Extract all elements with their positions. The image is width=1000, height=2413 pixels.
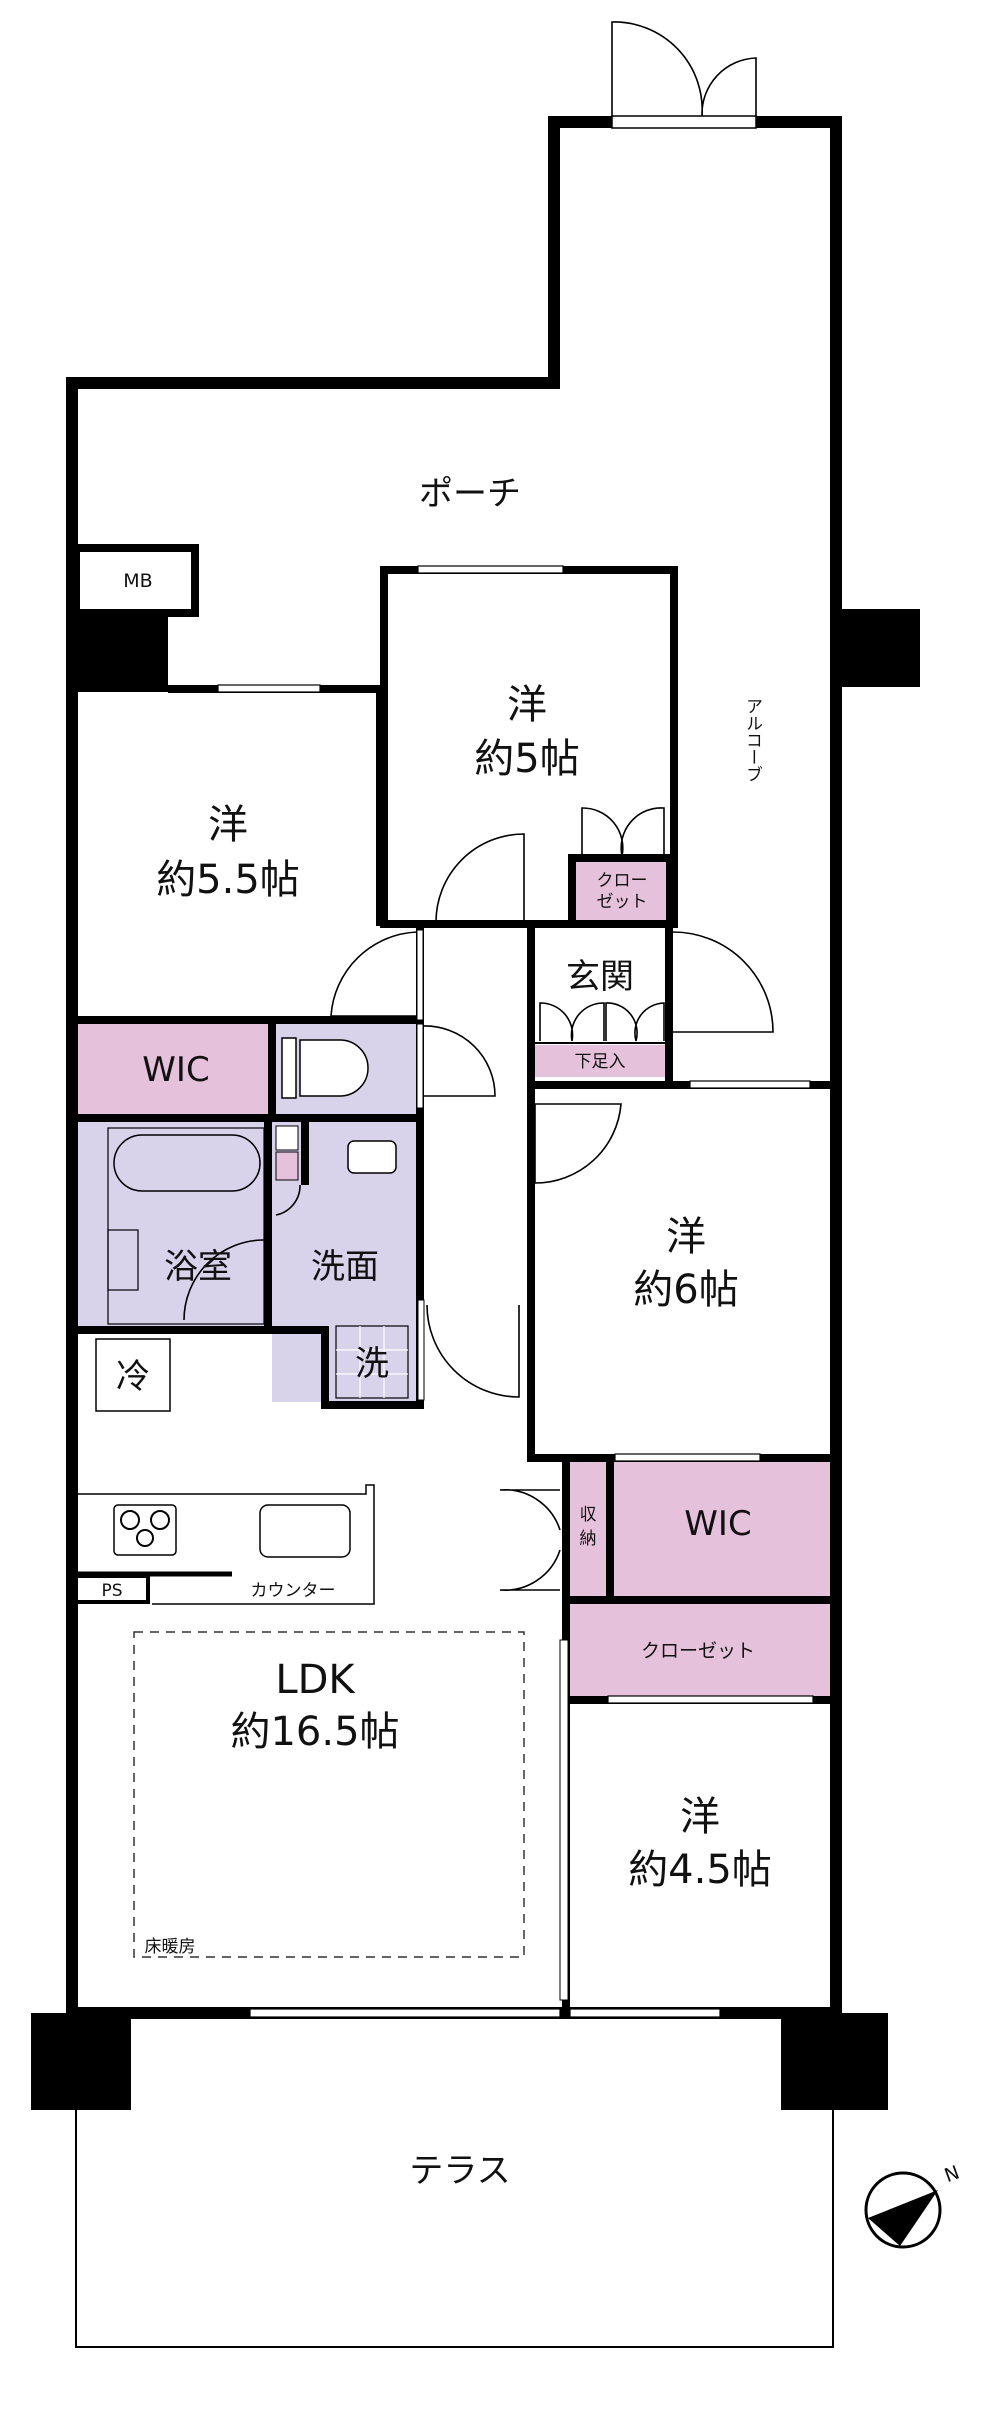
storage-label-1: 収 bbox=[580, 1505, 597, 1525]
western-45-size: 約4.5帖 bbox=[628, 1847, 772, 1893]
washer-grid bbox=[336, 1326, 408, 1398]
counter-label: カウンター bbox=[251, 1581, 336, 1601]
toilet-tank-icon bbox=[281, 1037, 297, 1099]
wic-2-fill bbox=[614, 1462, 832, 1598]
genkan-door-swing bbox=[672, 931, 774, 1033]
window bbox=[417, 565, 564, 574]
door-opening bbox=[416, 929, 424, 1021]
closet-small-walls bbox=[568, 854, 674, 928]
door-opening bbox=[416, 1023, 424, 1109]
washer-label: 洗 bbox=[355, 1344, 389, 1384]
door-swing bbox=[275, 1184, 301, 1216]
closet-small-fill bbox=[574, 862, 668, 922]
western-6-type: 洋 bbox=[666, 1214, 706, 1260]
hall-door-swing bbox=[426, 1304, 520, 1398]
storage-fill bbox=[568, 1462, 608, 1598]
bath-bench bbox=[107, 1229, 139, 1291]
sliding-door bbox=[559, 1639, 569, 2001]
kitchen-counter bbox=[72, 1484, 375, 1605]
fridge-box bbox=[95, 1338, 171, 1412]
pillar-right bbox=[836, 609, 920, 687]
compass-icon bbox=[864, 2171, 942, 2249]
ps-label: PS bbox=[101, 1581, 122, 1601]
toilet-door-swing bbox=[422, 1025, 496, 1097]
closet-fill bbox=[568, 1604, 832, 1698]
kitchen-sink-icon bbox=[259, 1504, 351, 1558]
floor-heating-label: 床暖房 bbox=[145, 1937, 196, 1957]
shoe-storage-fill bbox=[533, 1045, 667, 1077]
terrace-outline bbox=[75, 2110, 834, 2348]
western-55-size: 約5.5帖 bbox=[156, 857, 300, 903]
mb-box bbox=[72, 544, 199, 617]
alcove-label: アルコーブ bbox=[742, 698, 762, 783]
bath-door-swing bbox=[183, 1239, 265, 1321]
western-5-type: 洋 bbox=[507, 682, 547, 728]
burner-icon bbox=[150, 1510, 170, 1530]
storage-label-2: 納 bbox=[580, 1529, 597, 1549]
window bbox=[217, 684, 321, 693]
porch-label: ポーチ bbox=[419, 474, 521, 514]
storage-box bbox=[275, 1151, 299, 1181]
ldk-size: 約16.5帖 bbox=[230, 1709, 399, 1755]
wic-1-fill bbox=[78, 1024, 270, 1114]
western-55-type: 洋 bbox=[208, 802, 248, 848]
pillar-bottom-left bbox=[31, 2013, 131, 2110]
room-door-swing bbox=[435, 833, 525, 923]
closet-small-label-2: ゼット bbox=[597, 892, 648, 912]
bathtub-icon bbox=[113, 1134, 261, 1192]
floor-heating-area bbox=[133, 1631, 525, 1958]
wic-2-label: WIC bbox=[684, 1504, 751, 1544]
toilet-bowl-icon bbox=[299, 1039, 369, 1097]
western-45-type: 洋 bbox=[680, 1794, 720, 1840]
western-6-size: 約6帖 bbox=[633, 1267, 738, 1313]
burner-icon bbox=[136, 1529, 154, 1547]
burner-icon bbox=[120, 1510, 140, 1530]
washroom-label: 洗面 bbox=[311, 1247, 379, 1287]
genkan-label: 玄関 bbox=[566, 957, 634, 997]
terrace-label: テラス bbox=[409, 2151, 510, 2191]
wic-1-label: WIC bbox=[142, 1050, 209, 1090]
room-door-swing bbox=[534, 1103, 622, 1184]
mb-label: MB bbox=[123, 570, 152, 592]
bath-outline bbox=[107, 1127, 265, 1325]
room-door-swing bbox=[330, 931, 418, 1017]
closet-door-swing bbox=[581, 807, 665, 857]
shaft-box bbox=[275, 1125, 299, 1151]
window bbox=[607, 1695, 814, 1704]
closet-label: クローゼット bbox=[641, 1640, 755, 1662]
shoe-storage-door-swing bbox=[539, 1002, 665, 1042]
door-opening bbox=[417, 1299, 425, 1401]
sink-icon bbox=[347, 1140, 397, 1174]
window bbox=[614, 1453, 761, 1462]
storage-door-swing bbox=[499, 1489, 561, 1591]
fridge-label: 冷 bbox=[116, 1357, 150, 1397]
closet-small-label-1: クロー bbox=[597, 871, 648, 891]
wall bbox=[72, 1326, 424, 1409]
pillar-left bbox=[72, 615, 168, 692]
entrance-door-swing bbox=[611, 21, 757, 117]
entrance-door-frame bbox=[611, 115, 757, 129]
western-5-size: 約5帖 bbox=[474, 736, 579, 782]
window bbox=[689, 1080, 811, 1089]
shoe-storage-label: 下足入 bbox=[575, 1052, 626, 1072]
window bbox=[249, 2008, 561, 2018]
ps-box bbox=[74, 1574, 150, 1604]
ldk-type: LDK bbox=[275, 1657, 356, 1703]
bath-label: 浴室 bbox=[164, 1247, 232, 1287]
compass-label: N bbox=[942, 2162, 963, 2188]
pillar-bottom-right bbox=[781, 2013, 888, 2110]
washer-tray bbox=[335, 1325, 409, 1399]
window bbox=[569, 2008, 721, 2018]
